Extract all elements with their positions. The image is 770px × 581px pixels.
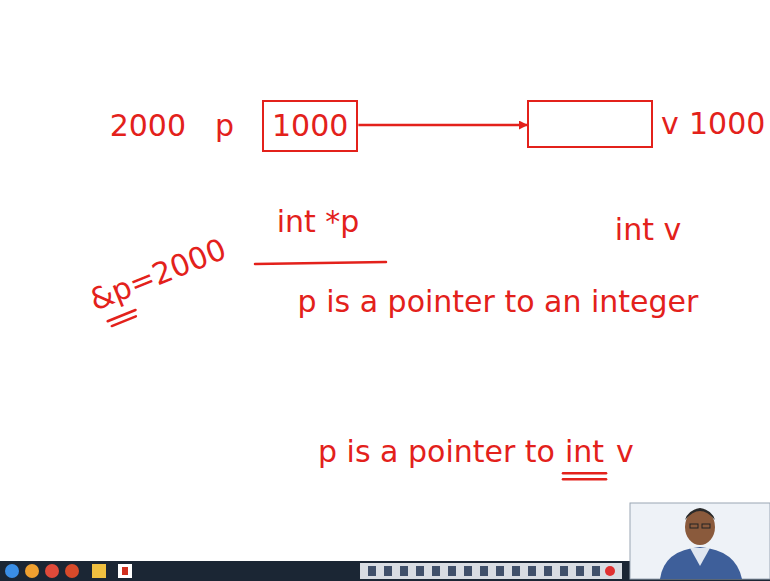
handwritten-note: int v	[615, 213, 681, 248]
double-underline	[108, 310, 138, 327]
value-text: 1000	[272, 109, 348, 144]
handwritten-note: int *p	[277, 205, 360, 240]
address-label: 1000	[689, 107, 765, 142]
address-label: 2000	[110, 109, 186, 144]
handwritten-note: &p=2000	[85, 232, 231, 318]
video-inset	[630, 503, 770, 579]
handwritten-note: p is a pointer to an integer	[298, 285, 699, 320]
underline	[255, 262, 386, 264]
memory-box: 2000p1000	[262, 100, 358, 152]
double-underline	[563, 478, 606, 481]
memory-box: v1000	[527, 100, 653, 148]
address-label: p	[215, 109, 234, 144]
handwritten-note: v	[616, 435, 634, 470]
double-underline	[563, 472, 606, 475]
handwritten-note: p is a pointer to	[318, 435, 555, 470]
handwritten-note: int	[565, 435, 604, 470]
pointer-arrow	[358, 124, 527, 127]
address-label: v	[661, 107, 679, 142]
